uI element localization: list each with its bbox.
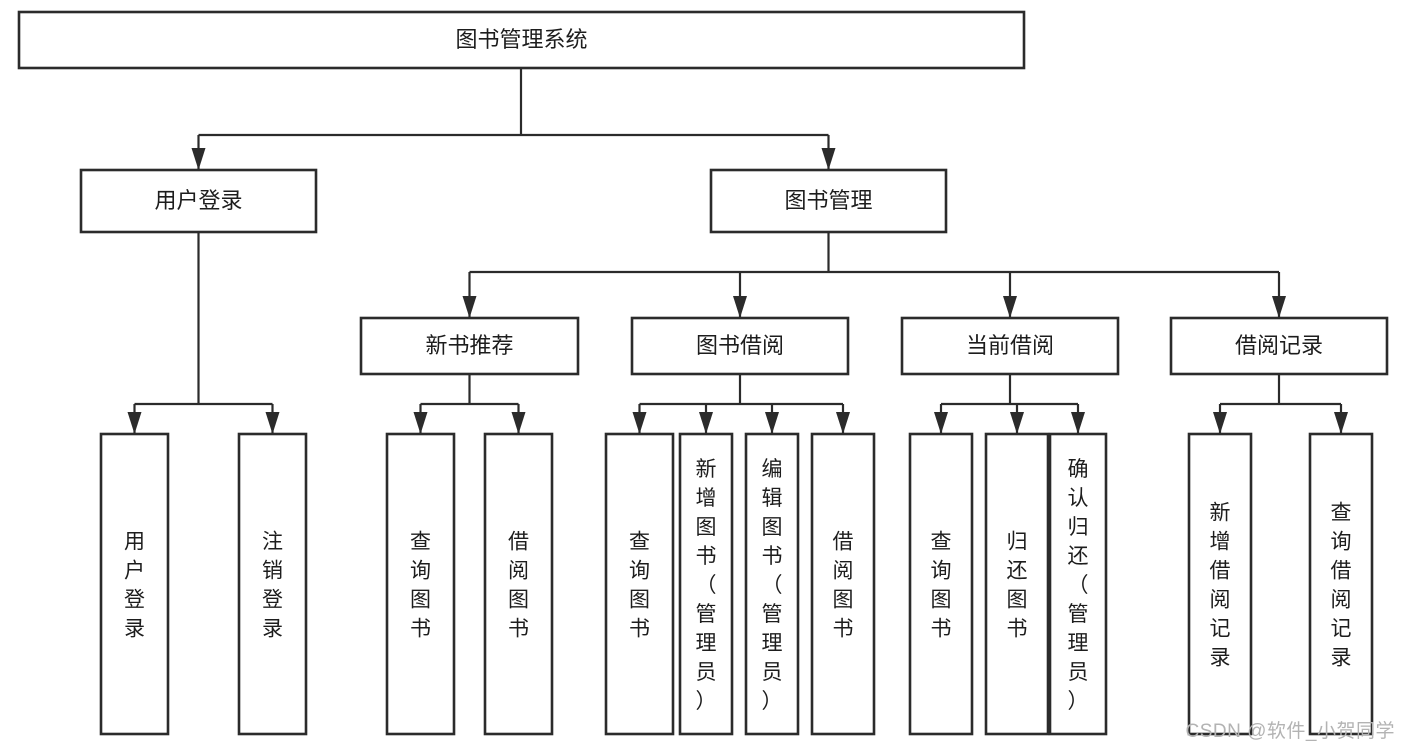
leaf-label-leaf-edit-book: 编辑图书（管理员） [762,458,783,713]
leaf-leaf-borrow-book[interactable]: 借阅图书 [810,432,876,736]
leaf-leaf-edit-book[interactable]: 编辑图书（管理员） [744,432,800,736]
arrow-head-icon-book-manage [821,148,836,170]
leaf-label-leaf-query-book: 查询图书 [629,531,650,641]
leaf-leaf-query-book-cur[interactable]: 查询图书 [908,432,974,736]
leaf-label-leaf-borrow-book: 借阅图书 [833,531,854,641]
arrow-head-icon-leaf-return-book [1010,412,1024,434]
arrow-head-icon-leaf-query-book [632,412,647,434]
node-label-current-borrow: 当前借阅 [966,333,1054,358]
arrow-head-icon-user-login [191,148,206,170]
leaf-box-leaf-add-book[interactable] [678,432,734,736]
leaf-label-leaf-query-book-rec: 查询图书 [410,531,431,641]
leaf-label-leaf-return-book: 归还图书 [1007,531,1028,641]
node-boxes-layer: 图书管理系统用户登录图书管理新书推荐图书借阅当前借阅借阅记录用户登录注销登录查询… [17,10,1389,736]
leaf-box-leaf-user-login[interactable] [99,432,170,736]
arrow-head-icon-leaf-add-record [1213,412,1227,434]
leaf-label-leaf-query-book-cur: 查询图书 [931,531,952,641]
node-user-login[interactable]: 用户登录 [79,168,318,234]
node-label-book-borrow: 图书借阅 [696,333,784,358]
arrow-head-icon-current-borrow [1003,296,1017,318]
leaf-label-leaf-user-login: 用户登录 [124,531,145,641]
leaf-leaf-logout[interactable]: 注销登录 [237,432,308,736]
leaf-box-leaf-logout[interactable] [237,432,308,736]
leaf-leaf-add-book[interactable]: 新增图书（管理员） [678,432,734,736]
leaf-box-leaf-return-book[interactable] [984,432,1050,736]
arrow-head-icon-borrow-record [1272,296,1286,318]
leaf-label-leaf-add-record: 新增借阅记录 [1210,502,1231,670]
node-book-manage[interactable]: 图书管理 [709,168,948,234]
leaf-label-leaf-borrow-book-rec: 借阅图书 [508,531,529,641]
node-box-borrow-record[interactable] [1169,316,1389,376]
arrow-head-icon-leaf-user-login [127,412,142,434]
arrow-head-icon-leaf-add-book [699,412,713,434]
leaf-box-leaf-borrow-book-rec[interactable] [483,432,554,736]
node-new-book-rec[interactable]: 新书推荐 [359,316,580,376]
leaf-box-leaf-query-book-rec[interactable] [385,432,456,736]
leaf-label-leaf-logout: 注销登录 [262,531,283,641]
node-label-new-book-rec: 新书推荐 [425,333,513,358]
leaf-box-leaf-borrow-book[interactable] [810,432,876,736]
arrow-head-icon-leaf-logout [265,412,280,434]
leaf-box-leaf-add-record[interactable] [1187,432,1253,736]
node-box-current-borrow[interactable] [900,316,1120,376]
arrow-head-icon-leaf-confirm-return [1071,412,1085,434]
leaf-leaf-borrow-book-rec[interactable]: 借阅图书 [483,432,554,736]
leaf-label-leaf-query-record: 查询借阅记录 [1331,502,1352,670]
node-undefined[interactable]: 图书管理系统 [17,10,1026,70]
arrow-head-icon-leaf-edit-book [765,412,779,434]
leaf-leaf-query-book-rec[interactable]: 查询图书 [385,432,456,736]
leaf-box-leaf-edit-book[interactable] [744,432,800,736]
node-label-borrow-record: 借阅记录 [1235,333,1323,358]
arrow-head-icon-book-borrow [733,296,747,318]
leaf-leaf-confirm-return[interactable]: 确认归还（管理员） [1048,432,1108,736]
node-label-undefined: 图书管理系统 [455,27,587,52]
node-current-borrow[interactable]: 当前借阅 [900,316,1120,376]
node-box-book-borrow[interactable] [630,316,850,376]
leaf-leaf-add-record[interactable]: 新增借阅记录 [1187,432,1253,736]
arrow-head-icon-leaf-query-record [1334,412,1348,434]
node-box-undefined[interactable] [17,10,1026,70]
leaf-leaf-query-record[interactable]: 查询借阅记录 [1308,432,1374,736]
node-box-new-book-rec[interactable] [359,316,580,376]
leaf-leaf-return-book[interactable]: 归还图书 [984,432,1050,736]
arrow-head-icon-leaf-query-book-rec [413,412,428,434]
leaf-box-leaf-query-book-cur[interactable] [908,432,974,736]
leaf-label-leaf-add-book: 新增图书（管理员） [696,458,717,713]
leaf-label-leaf-confirm-return: 确认归还（管理员） [1068,458,1089,713]
arrow-head-icon-new-book-rec [462,296,477,318]
node-box-user-login[interactable] [79,168,318,234]
leaf-box-leaf-query-record[interactable] [1308,432,1374,736]
node-borrow-record[interactable]: 借阅记录 [1169,316,1389,376]
node-label-book-manage: 图书管理 [784,188,872,213]
leaf-box-leaf-query-book[interactable] [604,432,675,736]
node-box-book-manage[interactable] [709,168,948,234]
node-label-user-login: 用户登录 [154,188,242,213]
arrow-head-icon-leaf-query-book-cur [934,412,948,434]
leaf-leaf-user-login[interactable]: 用户登录 [99,432,170,736]
node-book-borrow[interactable]: 图书借阅 [630,316,850,376]
arrow-head-icon-leaf-borrow-book-rec [511,412,526,434]
arrow-head-icon-leaf-borrow-book [836,412,850,434]
connector-lines-layer [127,68,1348,434]
leaf-box-leaf-confirm-return[interactable] [1048,432,1108,736]
leaf-leaf-query-book[interactable]: 查询图书 [604,432,675,736]
